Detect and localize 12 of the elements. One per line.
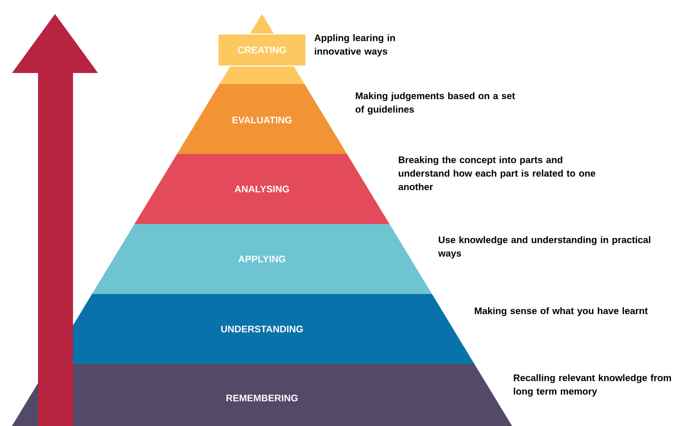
layer-description: Making judgements based on a set of guidelines: [356, 92, 516, 115]
layer-description: Breaking the concept into parts and understand how each part is related to one another: [398, 156, 596, 190]
pyramid-layer: EVALUATING: [177, 84, 347, 154]
pyramid-layer: ANALYSING: [134, 154, 390, 224]
pyramid-layer: APPLYING: [92, 224, 432, 294]
pyramid-layer: REMEMBERING: [12, 364, 512, 426]
pyramid-layer: UNDERSTANDING: [50, 294, 474, 364]
pyramid-layer: CREATING: [218, 14, 306, 84]
layer-description: Appling learing in innovative ways: [314, 34, 395, 57]
layer-description: Use knowledge and understanding in practical ways: [438, 236, 650, 259]
layer-description: Making sense of what you have learnt: [474, 307, 648, 316]
layer-description: Recalling relevant knowledge from long term memory: [514, 374, 671, 397]
